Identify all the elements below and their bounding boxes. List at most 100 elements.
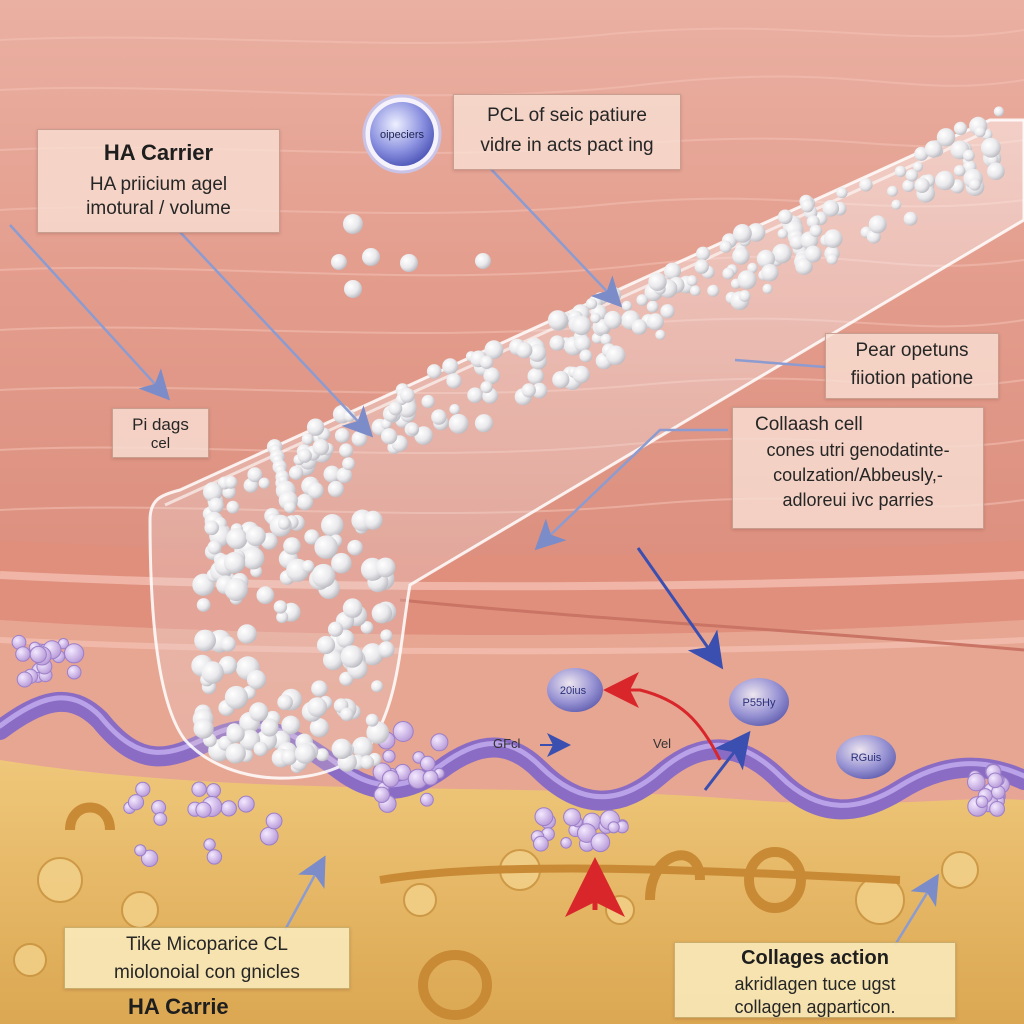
lilac-particle: [220, 800, 237, 817]
ha-gel-bead: [572, 365, 590, 384]
label-tike-line-1: Tike Micoparice CL: [126, 934, 288, 955]
ha-gel-bead: [722, 267, 735, 280]
ha-gel-bead: [327, 621, 344, 637]
lilac-particle: [134, 844, 147, 857]
ha-gel-bead: [321, 514, 344, 537]
ha-gel-bead: [340, 645, 364, 668]
ha-gel-bead: [631, 319, 648, 335]
ha-gel-bead: [246, 670, 267, 690]
ha-gel-bead: [314, 535, 339, 559]
label-pear-line-1: Pear opetuns: [855, 340, 969, 361]
lilac-particle: [16, 671, 33, 688]
ha-gel-bead: [902, 179, 915, 192]
label-pcl: PCL of seic patiure vidre in acts pact i…: [453, 94, 681, 170]
ha-gel-bead: [905, 169, 918, 182]
ha-gel-bead: [323, 465, 341, 483]
label-collaash-line-3: adloreui ivc parries: [782, 490, 934, 510]
ha-gel-bead: [914, 177, 930, 193]
ha-gel-bead: [894, 165, 907, 178]
ha-gel-bead: [600, 333, 612, 346]
lilac-particle: [967, 772, 986, 792]
ha-gel-bead: [196, 598, 211, 612]
ha-gel-bead: [590, 312, 601, 324]
ha-gel-bead: [281, 715, 301, 735]
arrow-tike: [283, 855, 326, 931]
ha-gel-bead: [527, 368, 544, 385]
fat-rings: [65, 802, 806, 1020]
ha-gel-bead: [201, 661, 224, 684]
ha-gel-bead: [327, 480, 344, 498]
ha-gel-bead: [732, 247, 750, 265]
arrow-pi-dags: [9, 224, 171, 401]
ha-gel-bead: [224, 577, 248, 602]
ha-gel-bead: [347, 539, 363, 556]
receptor-cell-far-right: RGuis: [836, 735, 896, 779]
ha-gel-bead: [936, 128, 956, 147]
ha-gel-bead: [224, 685, 248, 710]
ha-gel-bead: [924, 140, 943, 158]
ha-gel-bead: [868, 215, 887, 234]
ha-gel-bead: [531, 382, 548, 399]
lilac-particle: [373, 786, 390, 803]
ha-gel-bead: [426, 364, 442, 379]
ha-gel-bead: [636, 294, 648, 306]
lilac-particle: [15, 646, 31, 662]
receptor-left-label: 20ius: [560, 685, 587, 697]
ha-gel-bead: [381, 428, 398, 445]
ha-gel-bead: [253, 741, 268, 757]
ha-gel-bead: [442, 358, 459, 375]
ha-gel-bead: [480, 381, 493, 394]
floating-beads: [331, 214, 491, 298]
lilac-particle: [66, 664, 82, 680]
ha-gel-bead: [242, 547, 265, 570]
pcl-particle-icon: oipeciers: [362, 94, 442, 174]
ha-gel-bead: [694, 259, 709, 274]
ha-gel-bead: [836, 187, 848, 199]
ha-gel-bead: [621, 300, 633, 311]
ha-gel-bead: [342, 598, 363, 618]
lilac-particle: [560, 837, 572, 849]
ha-gel-bead: [294, 743, 316, 764]
lilac-particle: [153, 812, 168, 826]
ha-gel-bead: [388, 401, 403, 416]
ha-gel-bead: [516, 342, 533, 359]
ha-gel-bead: [800, 199, 815, 213]
ha-gel-bead: [352, 736, 373, 758]
ha-gel-bead: [795, 257, 813, 275]
ha-gel-bead: [256, 586, 275, 605]
lilac-particle: [382, 749, 396, 763]
label-pi-dags: Pi dags cel: [112, 408, 209, 458]
ha-gel-bead: [226, 500, 240, 514]
ha-gel-bead: [761, 264, 779, 282]
label-ha-carrier-title: HA Carrier: [103, 140, 214, 165]
label-tike-line-2: miolonoial con gnicles: [114, 962, 300, 983]
ha-gel-bead: [399, 388, 415, 403]
ha-gel-bead: [277, 517, 291, 530]
ha-gel-bead: [552, 371, 570, 389]
ha-gel-bead: [987, 162, 1005, 181]
lilac-particle: [237, 795, 255, 813]
ha-gel-bead: [981, 137, 1001, 158]
label-pear: Pear opetuns fiiotion patione: [825, 333, 999, 399]
ha-gel-bead: [690, 285, 701, 297]
ha-gel-bead: [887, 185, 898, 197]
ha-gel-bead: [968, 178, 981, 191]
collagen-fiber-highlight: [0, 695, 1024, 808]
particle-badge-text: oipeciers: [380, 129, 425, 141]
ha-gel-bead: [579, 349, 593, 363]
ha-gel-bead: [307, 482, 324, 499]
ha-gel-bead: [912, 161, 924, 172]
ha-gel-bead: [935, 170, 955, 191]
lilac-particle: [590, 832, 611, 853]
label-collaash-line-2: coulzation/Abbeusly,-: [773, 465, 943, 485]
microparticle-cluster: [11, 634, 1010, 867]
ha-gel-bead: [258, 477, 270, 489]
ha-gel-bead: [953, 121, 968, 135]
ha-gel-bead: [204, 520, 219, 536]
fat-cells: [13, 849, 979, 977]
ha-gel-bead: [747, 262, 758, 274]
ha-gel-bead: [311, 680, 328, 697]
ha-gel-bead: [777, 228, 788, 239]
ha-gel-bead: [646, 313, 664, 331]
ha-gel-bead: [826, 253, 838, 265]
